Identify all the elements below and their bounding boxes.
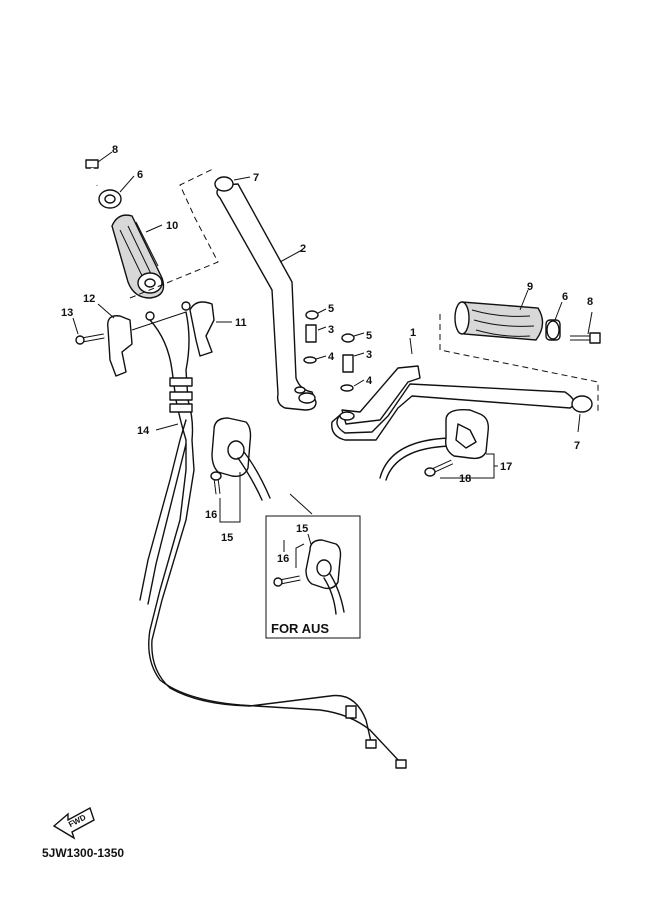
callout-2: 2 bbox=[300, 243, 306, 255]
handlebar-right-icon bbox=[331, 365, 593, 441]
callout-18: 18 bbox=[459, 473, 471, 485]
callout-5: 5 bbox=[366, 330, 372, 342]
callout-9: 9 bbox=[527, 281, 533, 293]
left-grip-assembly bbox=[85, 151, 165, 299]
callout-labels: 1 2 3 3 4 4 5 5 6 6 7 7 8 8 9 10 11 12 1… bbox=[61, 144, 593, 565]
end-cap-right-icon bbox=[545, 319, 561, 341]
callout-8: 8 bbox=[112, 144, 118, 156]
callout-6: 6 bbox=[137, 169, 143, 181]
lever-holder-icon bbox=[75, 315, 133, 377]
callout-1: 1 bbox=[410, 327, 416, 339]
bolt-set-center-left bbox=[303, 310, 319, 364]
alignment-line bbox=[439, 314, 599, 412]
for-aus-label: FOR AUS bbox=[271, 621, 329, 636]
grip-left-icon bbox=[111, 214, 165, 299]
handlebar-left-icon bbox=[214, 176, 317, 411]
callout-8: 8 bbox=[587, 296, 593, 308]
bolt-left-icon bbox=[85, 159, 99, 186]
bolt-set-center-right bbox=[340, 333, 355, 392]
callout-7: 7 bbox=[574, 440, 580, 452]
handlebar-switch-icon bbox=[210, 417, 271, 501]
callout-5: 5 bbox=[328, 303, 334, 315]
callout-17: 17 bbox=[500, 461, 512, 473]
alignment-line bbox=[129, 167, 219, 299]
callout-7: 7 bbox=[253, 172, 259, 184]
bolt-right-icon bbox=[570, 332, 601, 344]
callout-3: 3 bbox=[328, 324, 334, 336]
callout-13: 13 bbox=[61, 307, 73, 319]
callout-6: 6 bbox=[562, 291, 568, 303]
fwd-arrow-icon: FWD bbox=[52, 806, 95, 840]
callout-15: 15 bbox=[296, 523, 308, 535]
callout-16: 16 bbox=[205, 509, 217, 521]
callout-11: 11 bbox=[235, 317, 247, 329]
callout-4: 4 bbox=[366, 375, 373, 387]
throttle-cable-icon bbox=[139, 311, 407, 769]
callout-16: 16 bbox=[277, 553, 289, 565]
callout-10: 10 bbox=[166, 220, 178, 232]
end-cap-left-icon bbox=[98, 189, 122, 209]
diagram-code: 5JW1300-1350 bbox=[42, 846, 124, 860]
callout-4: 4 bbox=[328, 351, 335, 363]
right-grip-assembly bbox=[454, 301, 601, 344]
callout-14: 14 bbox=[137, 425, 150, 437]
callout-3: 3 bbox=[366, 349, 372, 361]
aus-inset: FOR AUS bbox=[265, 493, 361, 639]
callout-15: 15 bbox=[221, 532, 233, 544]
throttle-housing-icon bbox=[379, 409, 490, 481]
callout-12: 12 bbox=[83, 293, 95, 305]
cable-holder-icon bbox=[145, 301, 215, 357]
grip-right-icon bbox=[454, 301, 544, 341]
